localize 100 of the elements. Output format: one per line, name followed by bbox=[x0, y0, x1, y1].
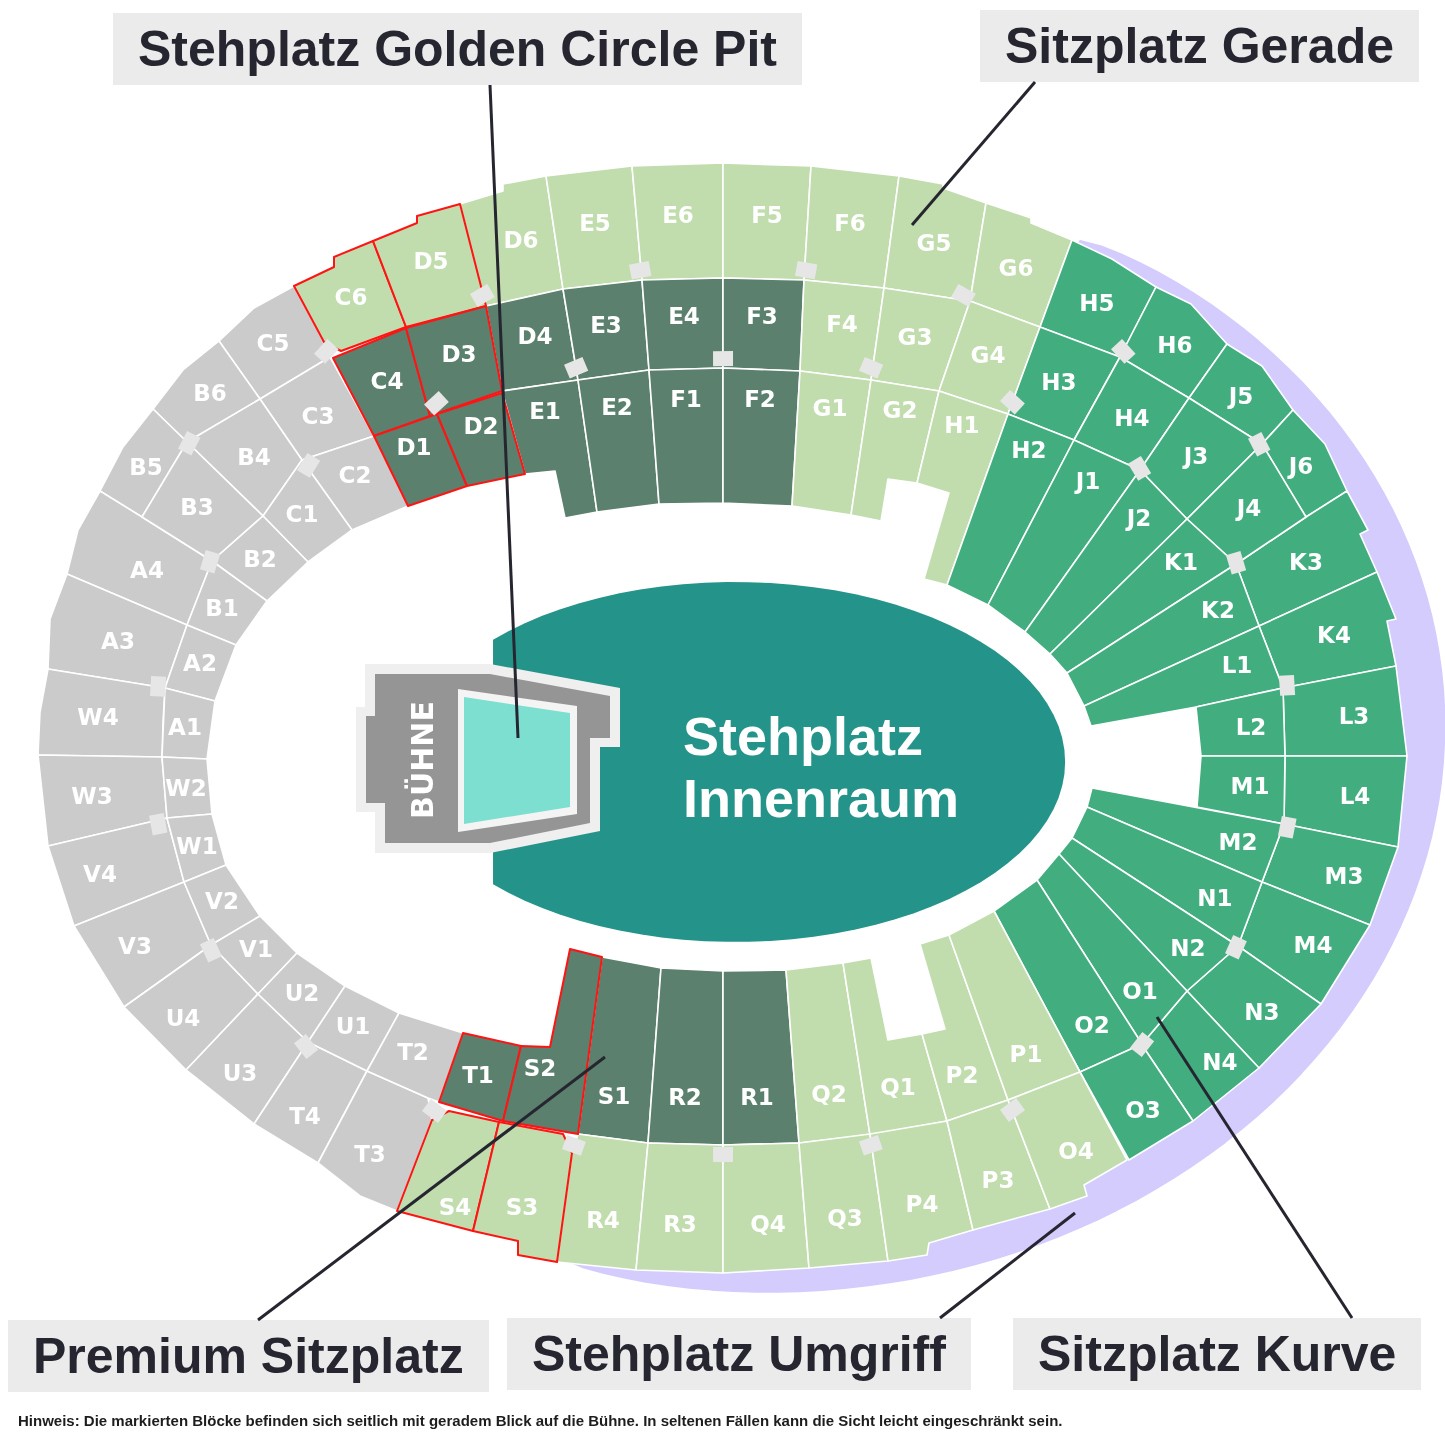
callout-text: Sitzplatz Gerade bbox=[1005, 17, 1394, 75]
seat-block bbox=[1283, 666, 1407, 756]
callout-text: Stehplatz Golden Circle Pit bbox=[138, 20, 777, 78]
leader-line bbox=[1155, 1016, 1354, 1319]
block-label: F3 bbox=[746, 304, 778, 328]
block-label: D6 bbox=[503, 228, 539, 252]
block-label: R2 bbox=[668, 1085, 702, 1109]
pit-area bbox=[458, 689, 577, 832]
footnote-text: Hinweis: Die markierten Blöcke befinden sich seitlich mit geradem Blick auf die Bühne. In seltenen Fällen kann die Sicht leicht eingeschränkt sein. bbox=[18, 1412, 1064, 1430]
seat-block bbox=[642, 278, 723, 370]
block-label: C4 bbox=[370, 369, 404, 393]
block-label: F5 bbox=[751, 203, 783, 227]
block-label: G5 bbox=[916, 231, 952, 255]
block-label: G6 bbox=[998, 256, 1034, 280]
block-label: P2 bbox=[945, 1063, 979, 1087]
block-label: E1 bbox=[529, 399, 561, 423]
block-label: Q3 bbox=[827, 1206, 863, 1230]
block-label: T1 bbox=[462, 1063, 494, 1087]
seat-block bbox=[318, 1071, 432, 1211]
seat-block bbox=[1284, 756, 1407, 847]
block-label: M3 bbox=[1324, 864, 1364, 888]
block-label: Q1 bbox=[880, 1075, 916, 1099]
seat-block bbox=[970, 203, 1072, 327]
block-label: N4 bbox=[1202, 1050, 1238, 1074]
seat-block bbox=[162, 688, 215, 759]
highlighted-seat-block bbox=[406, 306, 502, 416]
block-label: K2 bbox=[1201, 598, 1235, 622]
block-label: D2 bbox=[463, 414, 499, 438]
block-label: S4 bbox=[438, 1195, 472, 1219]
block-label: E4 bbox=[668, 304, 700, 328]
highlighted-seat-block bbox=[439, 1033, 521, 1121]
block-label: K3 bbox=[1289, 550, 1323, 574]
seat-block bbox=[1197, 756, 1285, 824]
seat-block bbox=[578, 957, 661, 1143]
highlighted-seat-block bbox=[373, 204, 486, 327]
block-label: Q2 bbox=[811, 1082, 847, 1106]
seat-block bbox=[367, 1013, 463, 1102]
seat-block bbox=[786, 963, 870, 1143]
block-label: J5 bbox=[1228, 384, 1254, 408]
callout-text: Stehplatz Umgriff bbox=[532, 1325, 946, 1383]
block-label: L1 bbox=[1221, 653, 1253, 677]
highlighted-seat-block bbox=[294, 241, 406, 351]
block-label: H6 bbox=[1157, 333, 1193, 357]
seat-block bbox=[843, 958, 947, 1135]
block-label: K4 bbox=[1317, 623, 1351, 647]
leader-line bbox=[257, 1055, 606, 1322]
block-label: D3 bbox=[441, 342, 477, 366]
block-label: J4 bbox=[1236, 496, 1262, 520]
block-label: G4 bbox=[970, 343, 1006, 367]
highlighted-seat-block bbox=[333, 328, 430, 436]
callout-box bbox=[1013, 1318, 1422, 1390]
block-label: H5 bbox=[1079, 291, 1115, 315]
seat-block bbox=[799, 1134, 888, 1268]
highlighted-seat-block bbox=[374, 414, 467, 506]
block-label: H1 bbox=[944, 413, 980, 437]
block-label: G2 bbox=[882, 398, 918, 422]
callout-box bbox=[8, 1320, 489, 1392]
block-label: O2 bbox=[1074, 1013, 1110, 1037]
callout-box bbox=[113, 13, 802, 85]
block-label: O3 bbox=[1125, 1098, 1161, 1122]
highlighted-seat-block bbox=[473, 1122, 572, 1262]
seat-block bbox=[578, 370, 659, 512]
block-label: G1 bbox=[812, 396, 848, 420]
block-label: J3 bbox=[1183, 444, 1209, 468]
seat-block bbox=[546, 166, 642, 289]
block-label: F2 bbox=[744, 387, 776, 411]
block-label: L2 bbox=[1235, 715, 1267, 739]
block-label: F4 bbox=[826, 312, 858, 336]
stage-area bbox=[356, 664, 620, 853]
block-label: G3 bbox=[897, 325, 933, 349]
block-label: N3 bbox=[1244, 1000, 1280, 1024]
leader-line bbox=[939, 1211, 1076, 1320]
block-label: C6 bbox=[334, 285, 368, 309]
block-label: P4 bbox=[905, 1192, 939, 1216]
block-label: F6 bbox=[834, 211, 866, 235]
seat-block bbox=[804, 166, 899, 288]
seat-block bbox=[870, 1121, 973, 1261]
block-label: E3 bbox=[590, 313, 622, 337]
seat-block bbox=[947, 1100, 1050, 1230]
block-label: E6 bbox=[662, 203, 694, 227]
seat-block bbox=[800, 280, 884, 380]
block-label: D4 bbox=[517, 324, 553, 348]
block-label: R3 bbox=[663, 1212, 697, 1236]
block-label: D1 bbox=[396, 435, 432, 459]
seat-block bbox=[723, 1143, 809, 1273]
leader-line bbox=[910, 81, 1037, 226]
seat-block bbox=[1262, 824, 1398, 925]
block-label: M1 bbox=[1230, 774, 1270, 798]
block-label: O4 bbox=[1058, 1139, 1094, 1163]
block-label: O1 bbox=[1122, 979, 1158, 1003]
block-label: L3 bbox=[1338, 704, 1370, 728]
callout-text: Sitzplatz Kurve bbox=[1038, 1325, 1397, 1383]
block-label: E5 bbox=[579, 211, 611, 235]
highlighted-seat-block bbox=[437, 393, 525, 486]
seat-block bbox=[917, 391, 1008, 585]
callout-box bbox=[980, 10, 1419, 82]
callout-text: Premium Sitzplatz bbox=[33, 1327, 464, 1385]
seat-block bbox=[1040, 240, 1156, 357]
block-label: R4 bbox=[586, 1208, 620, 1232]
block-label: E2 bbox=[601, 395, 633, 419]
